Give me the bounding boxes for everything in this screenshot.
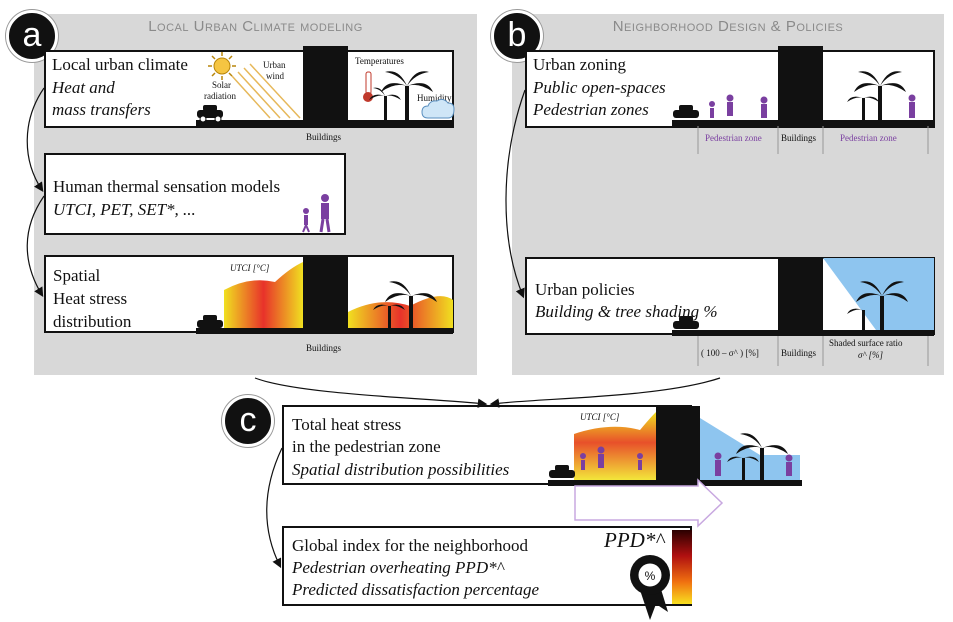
buildings-label-b1: Buildings <box>781 133 817 143</box>
solar-label: Solar <box>212 80 231 90</box>
wind-label: wind <box>266 71 284 81</box>
global-index-text: Global index for the neighborhood <box>292 536 529 555</box>
shaded-surface-ratio-label: Shaded surface ratio <box>829 338 903 348</box>
spatial-text: Spatial <box>53 266 101 285</box>
temperatures-label: Temperatures <box>355 56 404 66</box>
local-urban-climate-text: Local urban climate <box>52 55 188 74</box>
urban-policies-text: Urban policies <box>535 280 635 299</box>
pedestrian-zone-text: in the pedestrian zone <box>292 437 441 456</box>
panel-a-title: Local Urban Climate modeling <box>148 18 363 35</box>
heat-mass-text-1: Heat and <box>52 78 115 97</box>
radiation-label: radiation <box>204 91 236 101</box>
humidity-label: Humidity <box>417 93 452 103</box>
utci-label-c: UTCI [°C] <box>580 412 620 422</box>
pedestrians-arrow-label-1: Pedestrians sunny/shade <box>591 488 679 498</box>
utci-label-a: UTCI [°C] <box>230 263 270 273</box>
panel-b-title: Neighborhood Design & Policies <box>612 18 844 35</box>
urban-label: Urban <box>263 60 286 70</box>
predicted-dissatisfaction-text: Predicted dissatisfaction percentage <box>292 580 540 599</box>
badge-c: c <box>222 395 274 447</box>
badge-b: b <box>491 10 543 62</box>
buildings-label-a3: Buildings <box>306 343 342 353</box>
pedestrian-zone-right-label: Pedestrian zone <box>840 133 897 143</box>
buildings-label-a1: Buildings <box>306 132 342 142</box>
complement-ratio-label: ( 100 – σ^ ) [%] <box>701 348 759 358</box>
public-open-spaces-text: Public open-spaces <box>533 78 666 97</box>
buildings-label-b2: Buildings <box>781 348 817 358</box>
pedestrian-zone-left-label: Pedestrian zone <box>705 133 762 143</box>
urban-zoning-text: Urban zoning <box>533 55 627 74</box>
building-tree-shading-text: Building & tree shading % <box>535 302 718 321</box>
ppd-label: PPD*^ <box>604 528 665 552</box>
badge-a: a <box>6 10 58 62</box>
palm-tree-icon-c1 <box>727 433 788 480</box>
box-thermal-sensation <box>44 153 346 235</box>
pedestrians-arrow-label-2: distributed <box>615 500 654 510</box>
spatial-distribution-text: Spatial distribution possibilities <box>292 460 510 479</box>
utci-pet-set-text: UTCI, PET, SET*, ... <box>53 200 196 219</box>
heat-mass-text-2: mass transfers <box>52 100 151 119</box>
pedestrian-zones-text: Pedestrian zones <box>533 100 649 119</box>
distribution-text: distribution <box>53 312 132 331</box>
sigma-label: σ^ [%] <box>858 350 883 360</box>
thermal-sensation-text: Human thermal sensation models <box>53 177 281 196</box>
box-global-index <box>282 526 692 606</box>
total-heat-stress-text: Total heat stress <box>292 415 402 434</box>
heat-stress-text: Heat stress <box>53 289 128 308</box>
pedestrian-overheating-text: Pedestrian overheating PPD*^ <box>292 558 504 577</box>
